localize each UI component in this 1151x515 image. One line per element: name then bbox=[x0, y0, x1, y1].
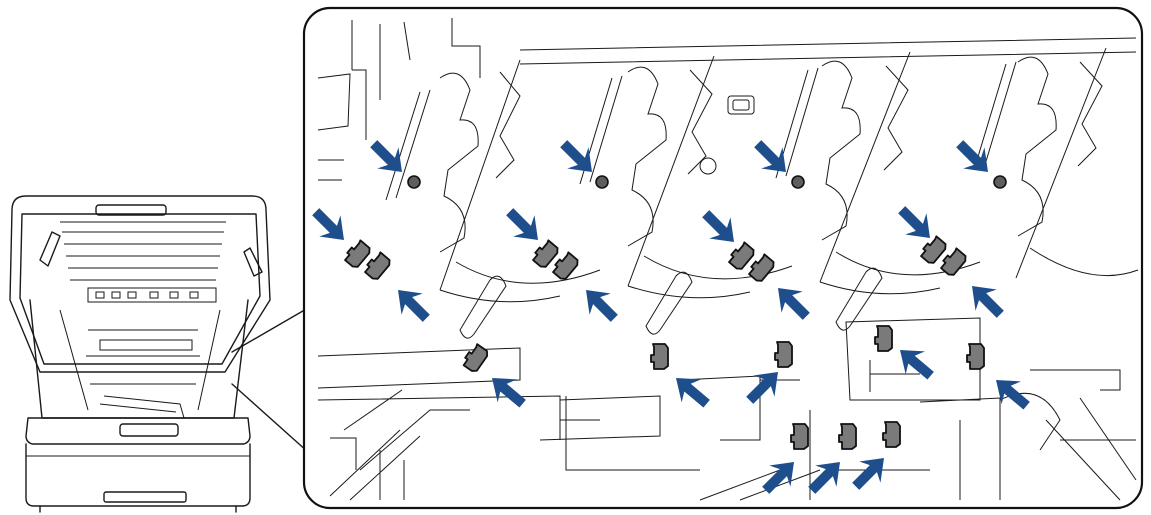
lock-clip-icon bbox=[940, 247, 967, 276]
guide-pin-icon bbox=[791, 175, 805, 189]
arrow-pointer-icon bbox=[586, 290, 618, 322]
lock-clip-icon bbox=[728, 241, 755, 270]
machine-detail-lines bbox=[317, 18, 1139, 501]
lock-clip-icon bbox=[532, 239, 559, 268]
arrow-pointer-icon bbox=[506, 208, 538, 240]
lock-clip-icon bbox=[838, 423, 857, 450]
lock-clip-icon bbox=[748, 253, 775, 282]
lock-clip-icon bbox=[364, 251, 391, 280]
lock-clip-icon bbox=[882, 421, 901, 448]
pointer-arrows bbox=[312, 140, 1030, 494]
arrow-pointer-icon bbox=[972, 286, 1004, 318]
arrow-pointer-icon bbox=[852, 458, 884, 490]
zoom-panel bbox=[302, 6, 1144, 510]
arrow-pointer-icon bbox=[492, 378, 526, 408]
arrow-pointer-icon bbox=[900, 350, 934, 380]
arrow-pointer-icon bbox=[746, 372, 778, 404]
guide-pins bbox=[407, 175, 1007, 189]
printer-icon bbox=[9, 195, 271, 513]
lock-clip-icon bbox=[650, 343, 669, 370]
lock-clip-icon bbox=[966, 343, 985, 370]
lock-clip-icon bbox=[790, 423, 809, 450]
guide-pin-icon bbox=[595, 175, 609, 189]
arrow-pointer-icon bbox=[754, 140, 786, 172]
lock-clip-icon bbox=[552, 251, 579, 280]
arrow-pointer-icon bbox=[702, 210, 734, 242]
arrow-pointer-icon bbox=[996, 380, 1030, 410]
guide-pin-icon bbox=[993, 175, 1007, 189]
arrow-pointer-icon bbox=[762, 462, 794, 494]
arrow-pointer-icon bbox=[808, 462, 840, 494]
arrow-pointer-icon bbox=[898, 206, 930, 238]
arrow-pointer-icon bbox=[370, 140, 402, 172]
zoom-callout bbox=[231, 307, 309, 453]
arrow-pointer-icon bbox=[778, 288, 810, 320]
lock-clip-icon bbox=[344, 239, 371, 268]
arrow-pointer-icon bbox=[312, 208, 344, 240]
guide-pin-icon bbox=[407, 175, 421, 189]
lock-clip-icon bbox=[920, 235, 947, 264]
lock-clip-icon bbox=[462, 343, 489, 372]
arrow-pointer-icon bbox=[398, 290, 430, 322]
lock-clips bbox=[344, 235, 985, 450]
lock-clip-icon bbox=[774, 341, 793, 368]
lock-clip-icon bbox=[874, 325, 893, 352]
arrow-pointer-icon bbox=[676, 378, 710, 408]
arrow-pointer-icon bbox=[956, 140, 988, 172]
arrow-pointer-icon bbox=[560, 140, 592, 172]
